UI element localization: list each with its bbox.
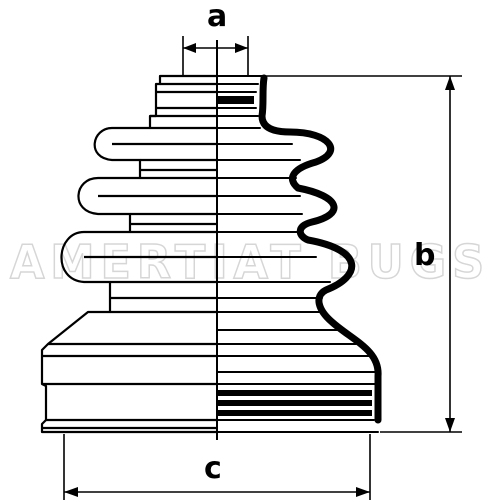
base-band-2 — [218, 400, 372, 406]
dimension-c-label: c — [204, 451, 222, 486]
collar-band — [218, 96, 254, 104]
boot-wall-section — [258, 74, 382, 424]
dimension-a — [182, 36, 249, 76]
dimension-a-label: a — [207, 0, 227, 34]
base-band-1 — [218, 390, 372, 396]
boot-outer-view — [40, 74, 217, 434]
boot-section-view — [216, 74, 382, 433]
dimension-b-label: b — [414, 238, 435, 273]
dimension-c — [63, 434, 371, 500]
base-band-3 — [218, 410, 372, 416]
dimension-b — [266, 75, 462, 433]
watermark-text: AMERTIAT BUGS — [10, 235, 490, 289]
